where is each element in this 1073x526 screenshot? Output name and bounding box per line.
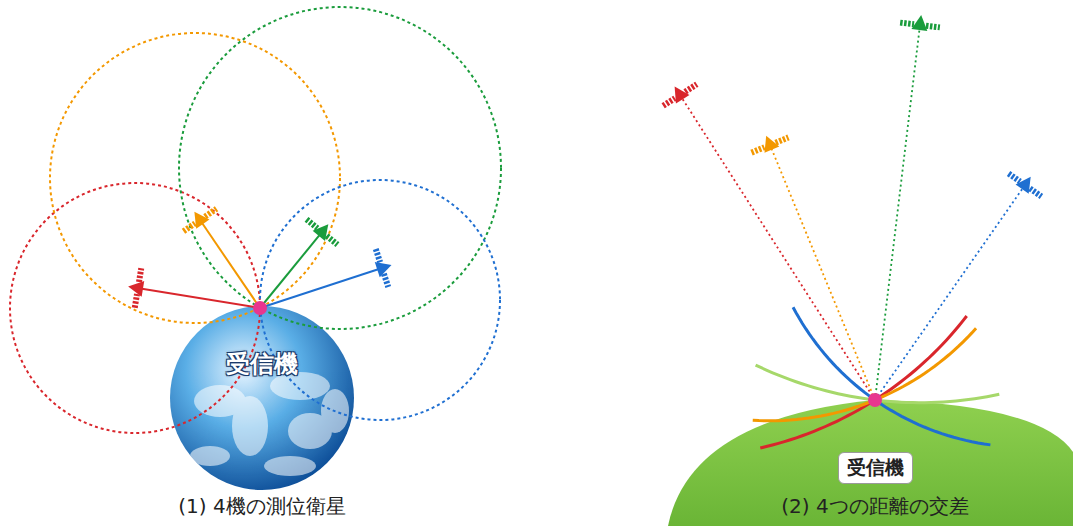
receiver-label: 受信機 — [226, 348, 298, 380]
solar-panel — [376, 249, 380, 262]
satellite-body — [188, 207, 210, 228]
range-circle — [179, 7, 501, 329]
satellite — [178, 200, 219, 235]
satellite-body — [313, 219, 335, 241]
signal-line — [875, 185, 1025, 400]
solar-panel — [752, 147, 765, 152]
solar-panel — [205, 209, 217, 217]
solar-panel — [183, 223, 195, 231]
solar-panel — [926, 26, 940, 28]
receiver-dot — [868, 393, 882, 407]
solar-panel — [685, 84, 697, 92]
continent — [232, 396, 268, 456]
satellite-body — [668, 82, 690, 103]
signal-line — [770, 145, 875, 400]
satellite-body — [1016, 172, 1038, 193]
satellite — [303, 212, 343, 249]
signal-line — [875, 25, 920, 400]
continent — [264, 456, 316, 476]
solar-panel — [135, 294, 137, 308]
solar-panel — [327, 236, 338, 245]
satellite-body — [127, 278, 144, 296]
satellite — [371, 246, 398, 289]
solar-panel — [307, 219, 318, 228]
solar-panel — [900, 23, 914, 25]
solar-panel — [1030, 188, 1041, 196]
panel-caption: (2) 4つの距離の交差 — [781, 494, 968, 518]
solar-panel — [139, 268, 141, 282]
solar-panel — [1009, 174, 1020, 182]
globe-svg — [170, 306, 354, 490]
range-circle — [50, 33, 340, 323]
range-circle — [260, 180, 500, 420]
satellite — [900, 13, 942, 33]
range-circle — [10, 183, 260, 433]
receiver-box: 受信機 — [838, 452, 913, 484]
receiver-label: 受信機 — [847, 455, 904, 481]
satellite — [748, 128, 791, 157]
satellite — [1006, 165, 1047, 200]
signal-line — [142, 289, 260, 308]
ground-hill — [668, 400, 1073, 526]
panel-caption: (1) 4機の測位衛星 — [178, 494, 345, 518]
satellite-body — [375, 257, 394, 277]
satellite-body — [759, 133, 780, 153]
range-arc — [753, 328, 976, 420]
signal-line — [260, 235, 319, 308]
satellite — [658, 76, 700, 110]
solar-panel — [776, 137, 789, 142]
signal-line — [680, 95, 875, 400]
receiver-dot — [253, 301, 267, 315]
globe — [170, 306, 354, 490]
solar-panel — [384, 274, 388, 287]
globe-node: 受信機 — [170, 306, 354, 490]
satellite — [125, 267, 146, 309]
continent — [190, 446, 230, 466]
satellite-body — [911, 14, 929, 31]
signal-line — [202, 223, 260, 308]
range-arc — [793, 307, 990, 445]
solar-panel — [663, 98, 675, 106]
signal-line — [260, 269, 378, 308]
